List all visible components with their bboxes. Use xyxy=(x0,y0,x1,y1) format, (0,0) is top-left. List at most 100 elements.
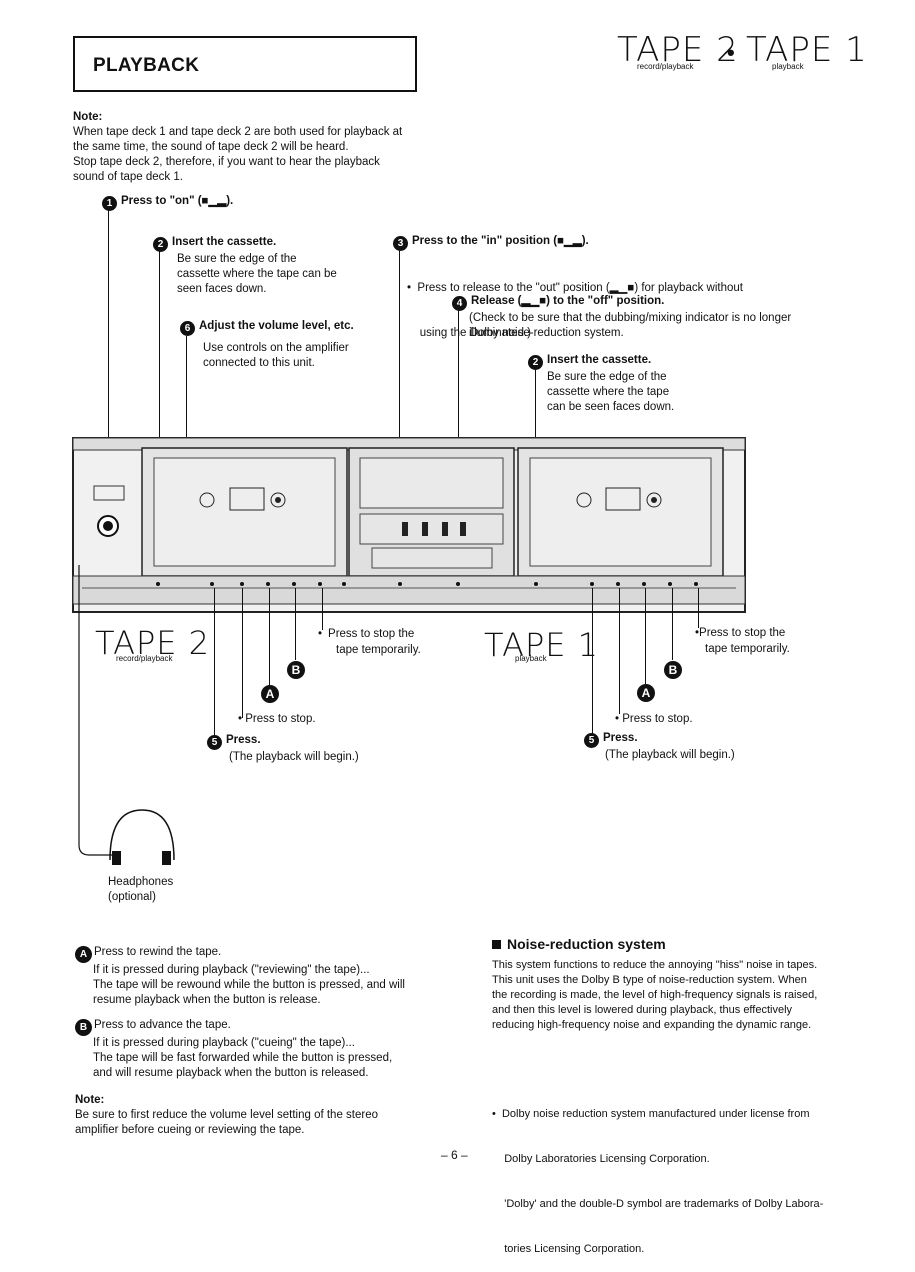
step-number-2: 2 xyxy=(153,237,168,252)
leader-line-stop-right xyxy=(619,588,620,714)
pause-right-line: Press to stop the xyxy=(699,627,786,639)
leader-line-a-right xyxy=(645,588,646,684)
lower-brand-tape1: TAPE 1 xyxy=(484,626,599,664)
rewind-title: Press to rewind the tape. xyxy=(94,946,222,958)
cassette-deck-illustration xyxy=(72,437,746,613)
leader-line-3 xyxy=(399,250,400,575)
step5-right-note: (The playback will begin.) xyxy=(605,749,735,761)
step6-line: connected to this unit. xyxy=(203,357,315,369)
leader-line-b-right xyxy=(672,588,673,660)
ff-title: Press to advance the tape. xyxy=(94,1019,231,1031)
noise-heading-text: Noise-reduction system xyxy=(507,936,666,952)
noise-line: This unit uses the Dolby B type of noise… xyxy=(492,974,807,986)
step6-title: Adjust the volume level, etc. xyxy=(199,320,354,332)
step2b-title: Insert the cassette. xyxy=(547,354,652,366)
lower-brand-tape1-sub: playback xyxy=(515,654,547,663)
leader-line-pause-right xyxy=(698,588,699,628)
rewind-badge-right-label: A xyxy=(637,684,655,702)
section-title-box: PLAYBACK xyxy=(73,36,417,92)
rewind-line: The tape will be rewound while the butto… xyxy=(93,979,405,991)
leader-line-stop-left xyxy=(242,588,243,718)
step1: 1 Press to "on" (■▁▂). xyxy=(102,194,233,211)
leader-line-1 xyxy=(108,210,109,470)
note-body: When tape deck 1 and tape deck 2 are bot… xyxy=(73,125,433,185)
step2-line: Be sure the edge of the xyxy=(177,253,297,265)
headphones-label: Headphones (optional) xyxy=(108,875,173,905)
step5-right-title: Press. xyxy=(603,732,638,744)
pause-right-line: tape temporarily. xyxy=(705,643,790,655)
dolby-line: tories Licensing Corporation. xyxy=(492,1243,645,1255)
step5-left-title: Press. xyxy=(226,734,261,746)
step-number-1: 1 xyxy=(102,196,117,211)
headphones-title: Headphones xyxy=(108,876,174,888)
dolby-notice: • Dolby noise reduction system manufactu… xyxy=(492,1077,862,1272)
pause-left-line: Press to stop the xyxy=(328,628,415,640)
section-title: PLAYBACK xyxy=(93,55,200,76)
step2b-line: Be sure the edge of the xyxy=(547,371,667,383)
ff-line: The tape will be fast forwarded while th… xyxy=(93,1052,393,1064)
rewind-badge-left-label: A xyxy=(261,685,279,703)
noise-line: reducing high-frequency noise and expand… xyxy=(492,1019,812,1031)
noise-heading: Noise-reduction system xyxy=(492,936,666,952)
step6: 6 Adjust the volume level, etc. Use contr… xyxy=(180,319,400,371)
ff-badge-left: B xyxy=(287,659,309,679)
step2b-line: cassette where the tape xyxy=(547,386,670,398)
lower-brand-tape2-sub: record/playback xyxy=(116,654,173,663)
step-number-6: 6 xyxy=(180,321,195,336)
ff-line: and will resume playback when the button… xyxy=(93,1067,369,1079)
dolby-line: Dolby Laboratories Licensing Corporation… xyxy=(492,1153,710,1165)
ff-line: If it is pressed during playback ("cuein… xyxy=(93,1037,355,1049)
rewind-badge-left: A xyxy=(261,683,283,703)
note-line: sound of tape deck 1. xyxy=(73,171,183,183)
leader-line-5-left xyxy=(214,588,215,740)
headphones-icon xyxy=(78,565,175,865)
pause-callout-right: •Press to stop the tape temporarily. xyxy=(695,625,825,657)
bottom-note: Note: Be sure to first reduce the volume… xyxy=(75,1093,455,1138)
bottom-note-heading: Note: xyxy=(75,1094,105,1106)
brand-tape2-sub: record/playback xyxy=(637,62,694,71)
rewind-line: resume playback when the button is relea… xyxy=(93,994,321,1006)
stop-callout-left: • Press to stop. xyxy=(238,713,316,725)
step4-line: illuminated.) xyxy=(469,327,531,339)
noise-line: the recording is made, the level of high… xyxy=(492,989,818,1001)
step2-title: Insert the cassette. xyxy=(172,236,277,248)
note-line: Stop tape deck 2, therefore, if you want… xyxy=(73,156,380,168)
note-heading: Note: xyxy=(73,111,103,123)
brand-tape1: TAPE 1 xyxy=(746,30,868,70)
leader-line-a-left xyxy=(269,588,270,685)
page-number: – 6 – xyxy=(441,1148,468,1162)
leader-line-6 xyxy=(186,336,187,466)
dolby-line: 'Dolby' and the double-D symbol are trad… xyxy=(492,1198,824,1210)
step4-line: (Check to be sure that the dubbing/mixin… xyxy=(469,312,792,324)
dolby-line: • Dolby noise reduction system manufactu… xyxy=(492,1108,810,1120)
step3-line: • Press to release to the "out" position… xyxy=(407,282,743,294)
square-bullet-icon xyxy=(492,940,501,949)
step2-right: 2 Insert the cassette. Be sure the edge o… xyxy=(528,353,708,415)
step2-line: seen faces down. xyxy=(177,283,267,295)
step1-title: Press to "on" (■▁▂). xyxy=(121,195,234,207)
rewind-label-badge: A xyxy=(75,946,92,963)
ff-label-badge: B xyxy=(75,1019,92,1036)
note-line: When tape deck 1 and tape deck 2 are bot… xyxy=(73,126,403,138)
lower-brand-tape2: TAPE 2 xyxy=(95,624,210,662)
stop-left-text: Press to stop. xyxy=(245,713,316,725)
step4-title: Release (▂▁■) to the "off" position. xyxy=(471,295,665,307)
step-number-2b: 2 xyxy=(528,355,543,370)
ff-badge-right-label: B xyxy=(664,661,682,679)
ff-badge-right: B xyxy=(664,659,686,679)
pause-left-line: tape temporarily. xyxy=(336,644,421,656)
noise-line: This system functions to reduce the anno… xyxy=(492,959,818,971)
step2-line: cassette where the tape can be xyxy=(177,268,337,280)
brand-tape2: TAPE 2 xyxy=(617,30,739,70)
leader-line-b-left xyxy=(295,588,296,660)
stop-right-text: Press to stop. xyxy=(622,713,693,725)
step3-title: Press to the "in" position (■▁▂). xyxy=(412,235,589,247)
step6-line: Use controls on the amplifier xyxy=(203,342,349,354)
rewind-line: If it is pressed during playback ("revie… xyxy=(93,964,370,976)
